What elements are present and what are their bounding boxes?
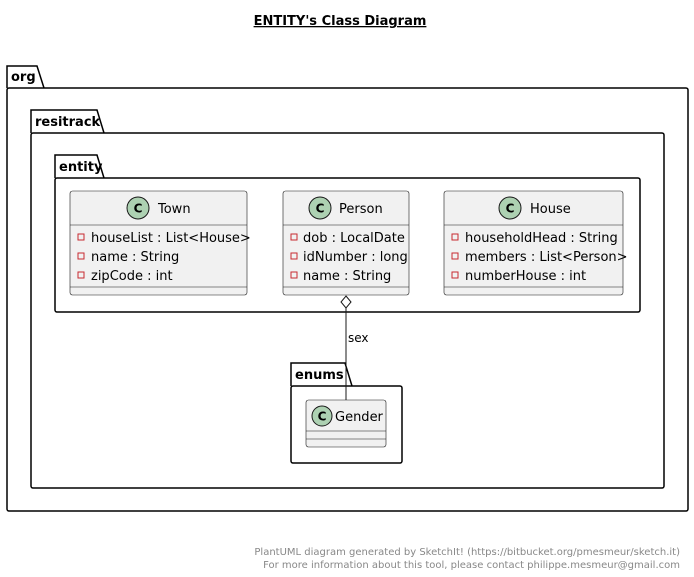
package-resitrack-label: resitrack bbox=[35, 115, 101, 130]
class-town-icon bbox=[126, 196, 150, 220]
class-person-attr: name : String bbox=[303, 269, 391, 284]
class-gender: C Gender bbox=[305, 399, 387, 448]
class-town-icon-letter: C bbox=[134, 202, 143, 216]
package-org-label: org bbox=[11, 70, 36, 85]
class-house-box bbox=[443, 190, 624, 296]
private-marker-icon bbox=[77, 271, 85, 279]
private-marker-icon bbox=[290, 252, 298, 260]
package-entity-tab bbox=[54, 154, 105, 179]
package-org-tab bbox=[6, 65, 45, 89]
private-marker-icon bbox=[451, 271, 459, 279]
package-enums-label: enums bbox=[295, 368, 344, 383]
class-gender-icon-letter: C bbox=[318, 410, 327, 424]
class-town-box bbox=[69, 190, 248, 296]
class-person-attr: idNumber : long bbox=[303, 250, 408, 265]
class-house-icon-letter: C bbox=[506, 202, 515, 216]
aggregation-diamond-icon bbox=[340, 295, 352, 309]
package-resitrack-tab bbox=[30, 109, 105, 134]
class-house: C House householdHead : String members :… bbox=[443, 190, 628, 296]
class-house-name: House bbox=[530, 202, 571, 217]
class-town-attr: name : String bbox=[91, 250, 179, 265]
class-town-attr: houseList : List<House> bbox=[91, 231, 251, 246]
aggregation-person-gender: sex bbox=[340, 295, 369, 400]
private-marker-icon bbox=[451, 252, 459, 260]
class-town-name: Town bbox=[157, 202, 191, 217]
class-person-name: Person bbox=[339, 202, 383, 217]
class-person-icon bbox=[308, 196, 332, 220]
private-marker-icon bbox=[290, 271, 298, 279]
private-marker-icon bbox=[77, 233, 85, 241]
private-marker-icon bbox=[290, 233, 298, 241]
diagram-title: ENTITY's Class Diagram bbox=[254, 14, 427, 29]
class-town-attr: zipCode : int bbox=[91, 269, 173, 284]
private-marker-icon bbox=[451, 233, 459, 241]
footer-line-1: PlantUML diagram generated by SketchIt! … bbox=[254, 547, 680, 558]
class-house-attr: numberHouse : int bbox=[465, 269, 586, 284]
class-gender-name: Gender bbox=[335, 410, 384, 425]
class-house-attr: householdHead : String bbox=[465, 231, 618, 246]
package-entity-label: entity bbox=[59, 160, 103, 175]
class-house-icon bbox=[498, 196, 522, 220]
class-person: C Person dob : LocalDate idNumber : long… bbox=[282, 190, 410, 296]
private-marker-icon bbox=[77, 252, 85, 260]
class-house-attr: members : List<Person> bbox=[465, 250, 628, 265]
class-person-attr: dob : LocalDate bbox=[303, 231, 405, 246]
footer-line-2: For more information about this tool, pl… bbox=[263, 560, 680, 571]
class-person-icon-letter: C bbox=[316, 202, 325, 216]
aggregation-label: sex bbox=[348, 331, 369, 345]
class-town: C Town houseList : List<House> name : St… bbox=[69, 190, 251, 296]
package-enums-tab bbox=[290, 362, 353, 387]
class-gender-icon bbox=[311, 405, 333, 427]
